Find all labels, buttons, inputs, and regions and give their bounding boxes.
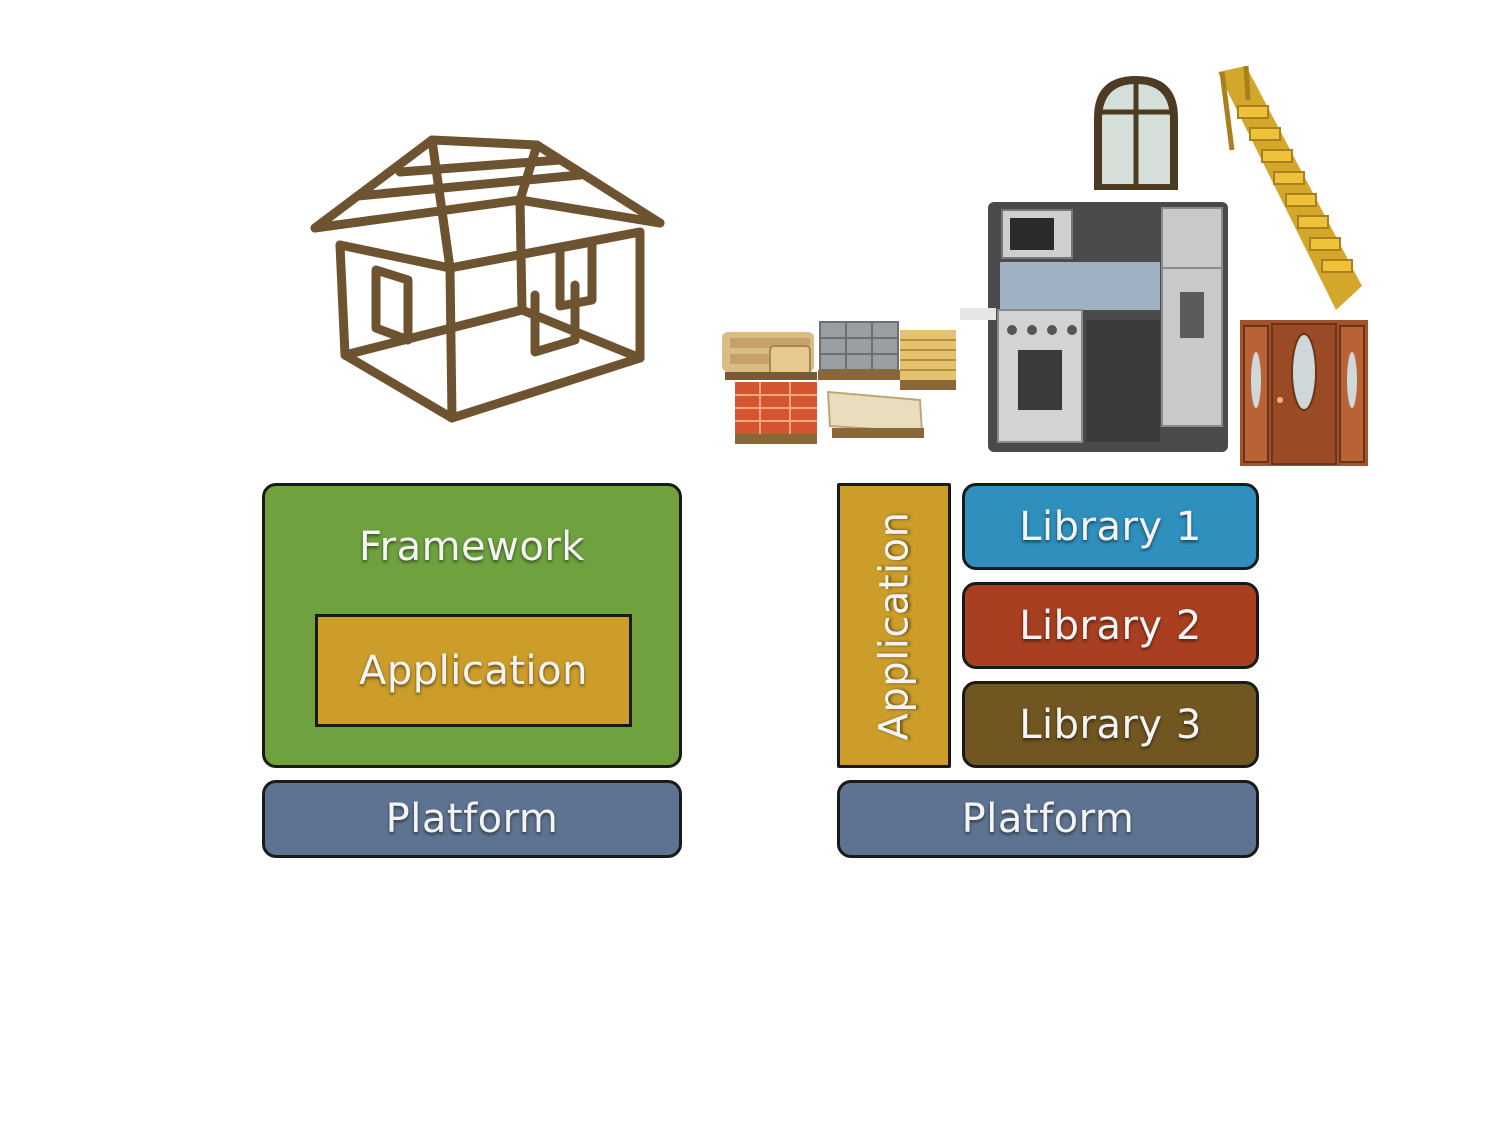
library-2-block: Library 2	[962, 582, 1259, 669]
application-vertical-block: Application	[837, 483, 951, 768]
framework-application-block: Application	[315, 614, 632, 727]
framework-block: Framework Application	[262, 483, 682, 768]
application-vertical-label: Application	[871, 511, 917, 740]
platform-block-left: Platform	[262, 780, 682, 858]
framework-application-label: Application	[359, 647, 588, 694]
platform-label-right: Platform	[961, 796, 1135, 842]
library-2-label: Library 2	[1019, 602, 1202, 649]
library-1-block: Library 1	[962, 483, 1259, 570]
framework-label: Framework	[359, 524, 585, 570]
library-3-block: Library 3	[962, 681, 1259, 768]
library-3-label: Library 3	[1019, 701, 1202, 748]
platform-label-left: Platform	[385, 796, 559, 842]
library-1-label: Library 1	[1019, 503, 1202, 550]
platform-block-right: Platform	[837, 780, 1259, 858]
